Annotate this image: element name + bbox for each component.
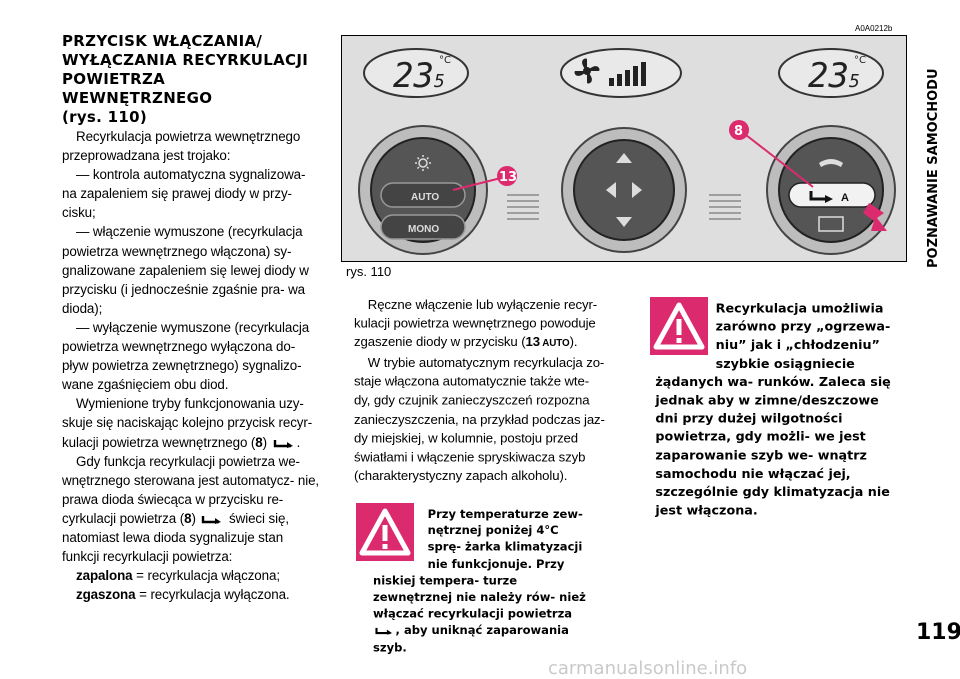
climate-panel-figure: 23 5 °C 23 5 °C AUTO MONO A 13 8 — [341, 35, 907, 262]
paragraph: Wymienione tryby funkcjonowania uzy- sku… — [62, 396, 313, 450]
recirculation-icon — [809, 191, 829, 201]
left-temp-value: 23 — [393, 56, 434, 96]
fan-speed-display — [560, 48, 682, 98]
paragraph: Ręczne włączenie lub wyłączenie recyr- k… — [354, 296, 598, 350]
right-temp-display — [778, 48, 884, 98]
svg-text:8: 8 — [734, 124, 743, 139]
svg-text:°C: °C — [854, 55, 866, 66]
figure-code: A0A0212b — [855, 24, 893, 33]
windshield-defrost-icon — [819, 159, 843, 167]
paragraph: — włączenie wymuszone (recyrkulacja powi… — [62, 224, 309, 316]
section-side-tab: POZNAWANIE SAMOCHODU — [926, 68, 941, 268]
mono-button — [380, 214, 466, 240]
section-heading: PRZYCISK WŁĄCZANIA/ WYŁĄCZANIA RECYRKULA… — [62, 32, 309, 126]
paragraph: W trybie automatycznym recyrkulacja zo- … — [354, 355, 605, 483]
arrow-left-right-icon — [606, 182, 642, 198]
svg-text:°C: °C — [439, 55, 451, 66]
callout-8-line — [745, 134, 814, 188]
figure-reference: rys. 110 — [69, 108, 140, 126]
arrow-down-icon — [616, 217, 632, 227]
center-column: Ręczne włączenie lub wyłączenie recyr- k… — [354, 295, 606, 485]
svg-text:AUTO: AUTO — [411, 192, 439, 203]
callout-8 — [729, 120, 749, 140]
left-column: PRZYCISK WŁĄCZANIA/ WYŁĄCZANIA RECYRKULA… — [62, 32, 320, 604]
paragraph: Recyrkulacja powietrza wewnętrznego prze… — [62, 129, 301, 164]
warning-icon — [356, 503, 414, 561]
fan-speed-bars — [609, 62, 646, 86]
recirculation-icon — [202, 515, 222, 524]
rear-defrost-icon — [818, 216, 844, 232]
svg-text:5: 5 — [434, 71, 445, 92]
warning-icon — [650, 297, 708, 355]
svg-text:MONO: MONO — [408, 224, 439, 235]
paragraph: — kontrola automatyczna sygnalizowa- na … — [62, 167, 306, 221]
sun-icon — [415, 155, 431, 171]
paragraph: Gdy funkcja recyrkulacji powietrza we- w… — [62, 453, 320, 565]
warning-box-temperature: Przy temperaturze zew- nętrznej poniżej … — [373, 508, 586, 655]
left-temp-display — [363, 48, 469, 98]
page-number: 119 — [916, 620, 960, 645]
press-arrow — [863, 203, 887, 231]
watermark: carmanualsonline.info — [548, 658, 748, 679]
svg-text:5: 5 — [849, 71, 860, 92]
auto-button — [380, 182, 466, 208]
right-vent-grille — [709, 194, 741, 220]
status-on: zapalona = recyrkulacja włączona; — [76, 568, 280, 584]
warning-box-recirculation: Recyrkulacja umożliwia zarówno przy „ogr… — [655, 301, 891, 519]
figure-caption: rys. 110 — [346, 264, 392, 279]
right-temp-value: 23 — [808, 56, 849, 96]
fan-icon — [574, 58, 600, 84]
callout-13-line — [452, 177, 502, 191]
recirculation-icon — [273, 439, 293, 448]
svg-text:POZNAWANIE SAMOCHODU: POZNAWANIE SAMOCHODU — [926, 68, 941, 268]
recirculation-button — [788, 182, 876, 208]
arrow-up-icon — [616, 153, 632, 163]
recirculation-icon — [375, 628, 393, 636]
callout-13 — [497, 166, 517, 186]
svg-text:13: 13 — [499, 170, 517, 185]
status-off: zgaszona = recyrkulacja wyłączona. — [76, 587, 290, 603]
svg-text:A: A — [841, 192, 849, 204]
left-vent-grille — [507, 194, 539, 220]
paragraph: — wyłączenie wymuszone (recyrkulacja pow… — [62, 319, 310, 393]
